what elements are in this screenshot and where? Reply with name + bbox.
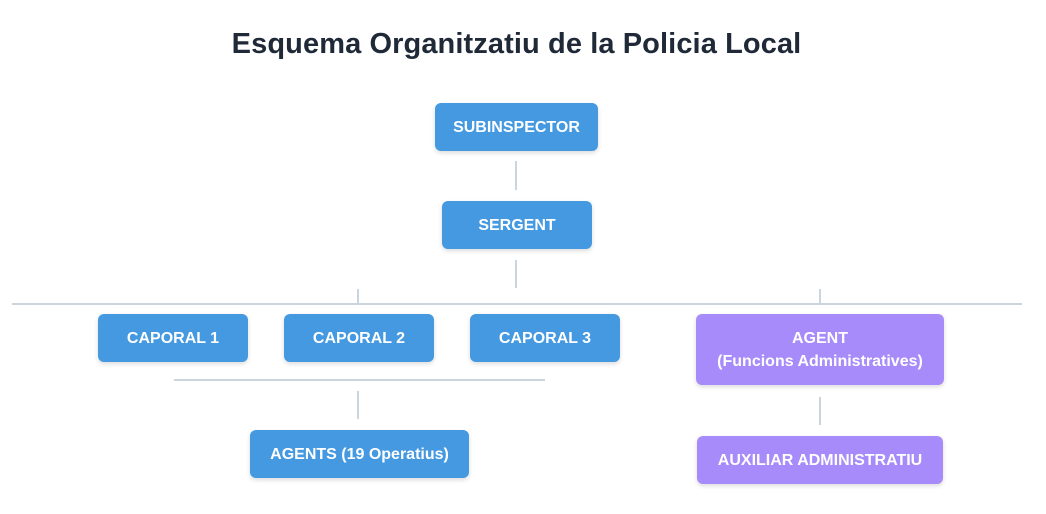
- connector-agent-auxiliar: [819, 397, 821, 425]
- connector-caporals-agents: [357, 391, 359, 419]
- diagram-title: Esquema Organitzatiu de la Policia Local: [231, 28, 802, 60]
- connector-sergent-down: [515, 260, 517, 288]
- node-sergent: SERGENT: [442, 201, 592, 249]
- connector-to-admin: [819, 289, 821, 303]
- node-agents-operatius-label: AGENTS (19 Operatius): [270, 445, 449, 463]
- node-agent-administratiu-label-line1: AGENT: [792, 329, 848, 347]
- node-caporal-2: CAPORAL 2: [284, 314, 434, 362]
- node-agent-administratiu: AGENT (Funcions Administratives): [696, 314, 944, 385]
- node-subinspector: SUBINSPECTOR: [435, 103, 598, 151]
- node-caporal-3-label: CAPORAL 3: [498, 329, 592, 347]
- node-auxiliar-administratiu: AUXILIAR ADMINISTRATIU: [697, 436, 943, 484]
- node-caporal-3: CAPORAL 3: [470, 314, 620, 362]
- node-caporal-2-label: CAPORAL 2: [312, 329, 406, 347]
- node-auxiliar-administratiu-label: AUXILIAR ADMINISTRATIU: [717, 451, 923, 469]
- connector-main-horizontal: [12, 303, 1022, 305]
- node-agent-administratiu-label-line2: (Funcions Administratives): [717, 352, 923, 370]
- connector-subinspector-sergent: [515, 161, 517, 190]
- node-agents-operatius: AGENTS (19 Operatius): [250, 430, 469, 478]
- connector-caporals-horizontal: [174, 379, 545, 381]
- node-sergent-label: SERGENT: [478, 216, 556, 234]
- node-subinspector-label: SUBINSPECTOR: [453, 118, 580, 136]
- node-caporal-1: CAPORAL 1: [98, 314, 248, 362]
- connector-to-caporals: [357, 289, 359, 303]
- node-caporal-1-label: CAPORAL 1: [126, 329, 220, 347]
